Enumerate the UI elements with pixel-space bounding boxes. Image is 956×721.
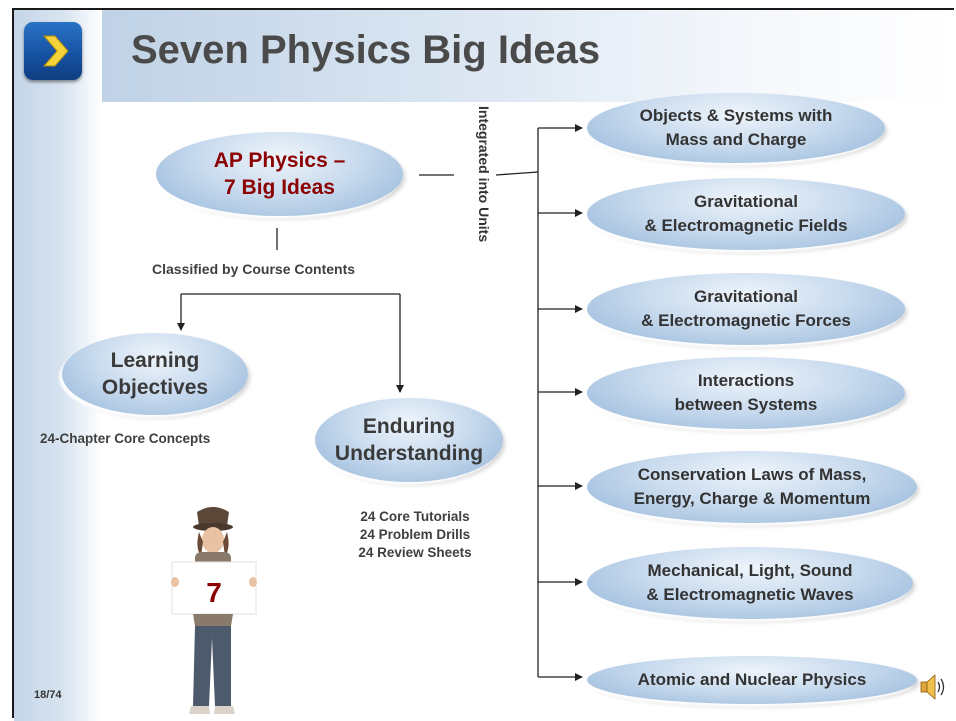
chapter-concepts-label: 24-Chapter Core Concepts <box>40 431 211 446</box>
enduring-line2: Understanding <box>334 442 484 465</box>
big-idea-5: Conservation Laws of Mass, Energy, Charge… <box>587 451 917 523</box>
big-idea-5-line1: Conservation Laws of Mass, <box>637 465 867 484</box>
big-idea-3-line2: & Electromagnetic Forces <box>641 311 851 330</box>
big-idea-6-line1: Mechanical, Light, Sound <box>647 561 853 580</box>
big-idea-4-line1: Interactions <box>697 371 795 390</box>
slide-title: Seven Physics Big Ideas <box>131 28 601 72</box>
big-idea-7-line1: Atomic and Nuclear Physics <box>637 670 867 689</box>
center-node: AP Physics – 7 Big Ideas <box>156 132 403 216</box>
big-idea-2: Gravitational & Electromagnetic Fields <box>587 178 905 250</box>
slide-frame <box>12 8 954 718</box>
integrated-label: Integrated into Units <box>476 106 492 243</box>
drills-label: 24 Problem Drills <box>359 527 471 542</box>
enduring-line1: Enduring <box>362 415 456 438</box>
chevron-right-icon[interactable] <box>24 22 82 80</box>
big-idea-3: Gravitational & Electromagnetic Forces <box>587 273 905 345</box>
page-number: 18/74 <box>34 689 62 701</box>
center-node-line1: AP Physics – <box>213 149 346 172</box>
chevron-right-glyph <box>42 35 69 67</box>
resources-list: 24 Core Tutorials 24 Problem Drills 24 R… <box>320 508 510 562</box>
classified-label: Classified by Course Contents <box>152 261 356 277</box>
big-idea-5-line2: Energy, Charge & Momentum <box>633 489 871 508</box>
big-idea-4-line2: between Systems <box>674 395 818 414</box>
big-idea-3-line1: Gravitational <box>694 287 798 306</box>
big-idea-1-line1: Objects & Systems with <box>639 106 833 125</box>
speaker-icon[interactable] <box>918 672 946 702</box>
learning-objectives-node: Learning Objectives <box>62 333 248 415</box>
big-idea-6-line2: & Electromagnetic Waves <box>646 585 854 604</box>
tutorials-label: 24 Core Tutorials <box>360 509 470 524</box>
big-idea-4: Interactions between Systems <box>587 357 905 429</box>
big-idea-7: Atomic and Nuclear Physics <box>587 656 917 704</box>
title-band <box>102 10 954 102</box>
review-label: 24 Review Sheets <box>358 545 472 560</box>
big-idea-2-line2: & Electromagnetic Fields <box>644 216 848 235</box>
person-with-sign-image: 7 <box>171 507 257 714</box>
enduring-understanding-node: Enduring Understanding <box>315 398 503 482</box>
center-node-line2: 7 Big Ideas <box>224 176 335 199</box>
big-idea-6: Mechanical, Light, Sound & Electromagneti… <box>587 547 913 619</box>
learning-line1: Learning <box>110 349 200 372</box>
big-idea-2-line1: Gravitational <box>694 192 798 211</box>
big-idea-1-line2: Mass and Charge <box>665 130 807 149</box>
learning-line2: Objectives <box>101 376 209 399</box>
sign-number: 7 <box>206 577 222 608</box>
